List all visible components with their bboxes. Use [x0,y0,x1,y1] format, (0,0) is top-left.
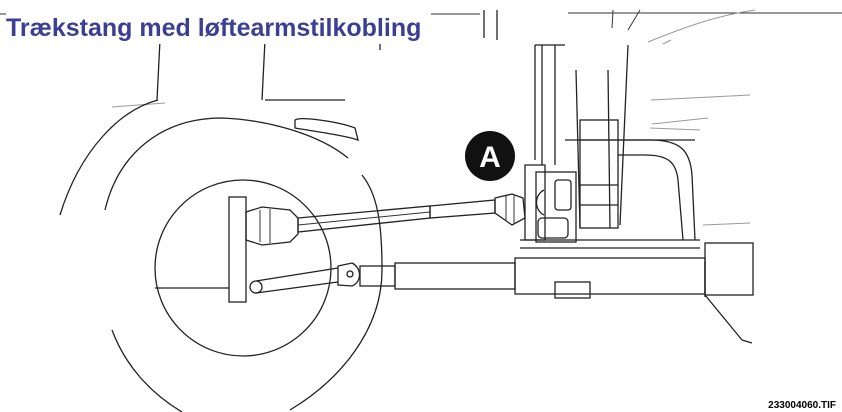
tractor-body-lines [59,9,756,226]
hitch-bracket [520,44,700,249]
fender [294,118,359,142]
rear-wheel [104,117,383,412]
image-filename: 233004060.TIF [765,400,836,411]
callout-a-label: A [479,141,501,174]
callout-a-marker: A [465,131,515,181]
lift-arm-link [249,242,754,344]
magnifier-circle [154,179,332,357]
drawbar [245,193,526,246]
page-title: Trækstang med løftearmstilkobling [6,12,432,44]
mount-plate [228,196,247,303]
